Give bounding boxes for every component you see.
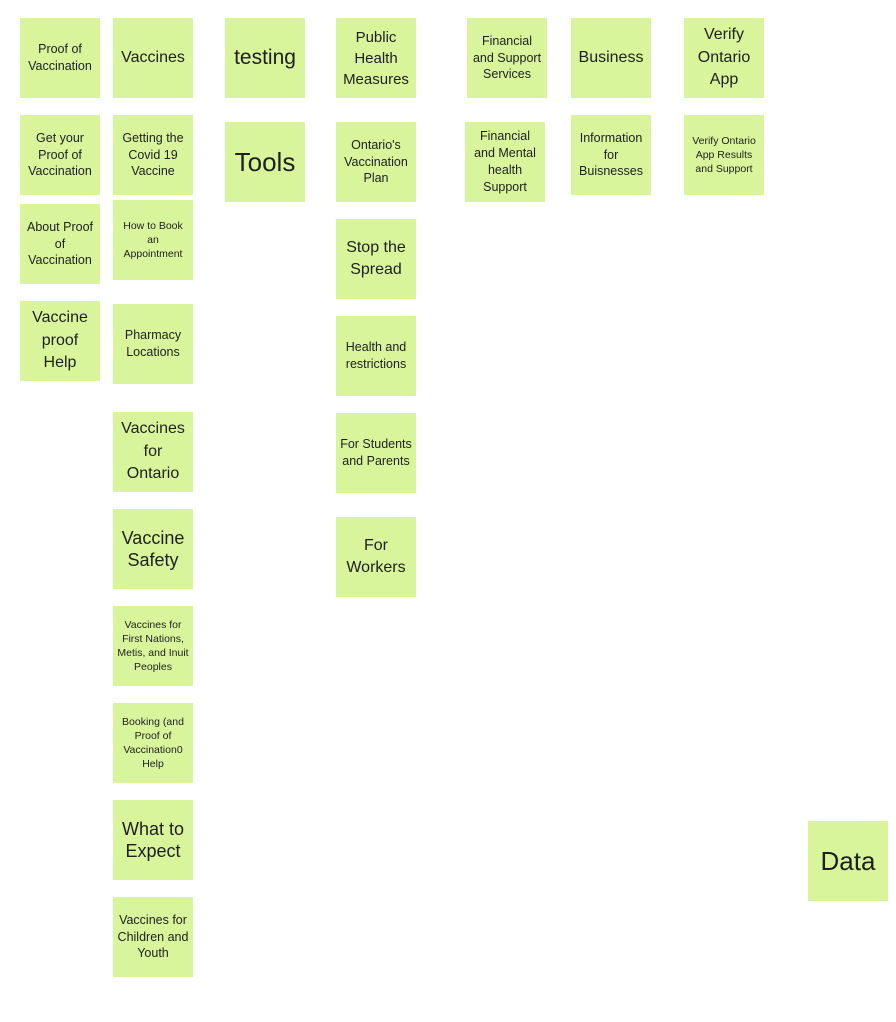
sticky-label: For Students and Parents	[340, 437, 412, 468]
sticky-about-proof[interactable]: About Proof of Vaccination	[20, 204, 100, 284]
sticky-label: Vaccines	[121, 48, 185, 66]
sticky-label: Verify Ontario App	[697, 26, 751, 89]
sticky-label: About Proof of Vaccination	[26, 219, 93, 268]
sticky-vaccines-for-ontario[interactable]: Vaccines for Ontario	[113, 412, 193, 492]
sticky-vaccines-children-youth[interactable]: Vaccines for Children and Youth	[113, 897, 193, 977]
sticky-getting-covid-vaccine[interactable]: Getting the Covid 19 Vaccine	[113, 115, 193, 195]
sticky-label: What to Expect	[121, 818, 185, 862]
sticky-label: Public Health Measures	[343, 28, 409, 88]
sticky-how-to-book[interactable]: How to Book an Appointment	[113, 200, 193, 280]
sticky-label: Verify Ontario App Results and Support	[692, 134, 756, 176]
sticky-label: Vaccine proof Help	[32, 309, 88, 372]
sticky-public-health-measures[interactable]: Public Health Measures	[336, 18, 416, 98]
sticky-label: Getting the Covid 19 Vaccine	[122, 130, 184, 179]
sticky-label: Stop the Spread	[346, 238, 406, 278]
sticky-label: For Workers	[346, 536, 406, 576]
sticky-verify-app-results[interactable]: Verify Ontario App Results and Support	[684, 115, 764, 195]
sticky-ontarios-vaccination-plan[interactable]: Ontario's Vaccination Plan	[336, 122, 416, 202]
sticky-label: Vaccines for Ontario	[121, 420, 185, 483]
sticky-business[interactable]: Business	[571, 18, 651, 98]
sticky-label: Health and restrictions	[345, 340, 407, 371]
sticky-data[interactable]: Data	[808, 821, 888, 901]
sticky-verify-ontario-app[interactable]: Verify Ontario App	[684, 18, 764, 98]
sticky-label: Booking (and Proof of Vaccination0 Help	[122, 715, 184, 771]
sticky-label: Data	[820, 845, 876, 876]
sticky-get-your-proof[interactable]: Get your Proof of Vaccination	[20, 115, 100, 195]
sticky-label: Vaccines for Children and Youth	[117, 912, 189, 961]
sticky-label: Get your Proof of Vaccination	[28, 130, 92, 179]
sticky-vaccine-proof-help[interactable]: Vaccine proof Help	[20, 301, 100, 381]
sticky-label: Pharmacy Locations	[124, 328, 182, 359]
sticky-label: Proof of Vaccination	[28, 42, 92, 73]
sticky-financial-and-support-services[interactable]: Financial and Support Services	[467, 18, 547, 98]
sticky-label: Financial and Mental health Support	[474, 129, 536, 194]
sticky-for-workers[interactable]: For Workers	[336, 517, 416, 597]
sticky-financial-and-mental-health[interactable]: Financial and Mental health Support	[465, 122, 545, 202]
sticky-label: testing	[234, 45, 296, 69]
sticky-label: Tools	[234, 146, 296, 177]
sticky-label: Business	[578, 48, 644, 66]
sticky-health-and-restrictions[interactable]: Health and restrictions	[336, 316, 416, 396]
sticky-what-to-expect[interactable]: What to Expect	[113, 800, 193, 880]
sticky-stop-the-spread[interactable]: Stop the Spread	[336, 219, 416, 299]
sticky-label: Information for Buisnesses	[579, 130, 643, 179]
sticky-pharmacy-locations[interactable]: Pharmacy Locations	[113, 304, 193, 384]
sticky-booking-proof-help[interactable]: Booking (and Proof of Vaccination0 Help	[113, 703, 193, 783]
sticky-tools[interactable]: Tools	[225, 122, 305, 202]
sticky-vaccines-first-nations[interactable]: Vaccines for First Nations, Metis, and I…	[113, 606, 193, 686]
sticky-proof-of-vaccination[interactable]: Proof of Vaccination	[20, 18, 100, 98]
sticky-label: Vaccine Safety	[121, 527, 185, 571]
sticky-for-students-parents[interactable]: For Students and Parents	[336, 413, 416, 493]
sticky-label: How to Book an Appointment	[123, 219, 183, 261]
sticky-vaccines[interactable]: Vaccines	[113, 18, 193, 98]
sticky-label: Financial and Support Services	[472, 33, 542, 82]
sticky-label: Ontario's Vaccination Plan	[344, 137, 408, 186]
sticky-testing[interactable]: testing	[225, 18, 305, 98]
sticky-vaccine-safety[interactable]: Vaccine Safety	[113, 509, 193, 589]
sticky-label: Vaccines for First Nations, Metis, and I…	[117, 618, 189, 674]
sticky-information-for-businesses[interactable]: Information for Buisnesses	[571, 115, 651, 195]
